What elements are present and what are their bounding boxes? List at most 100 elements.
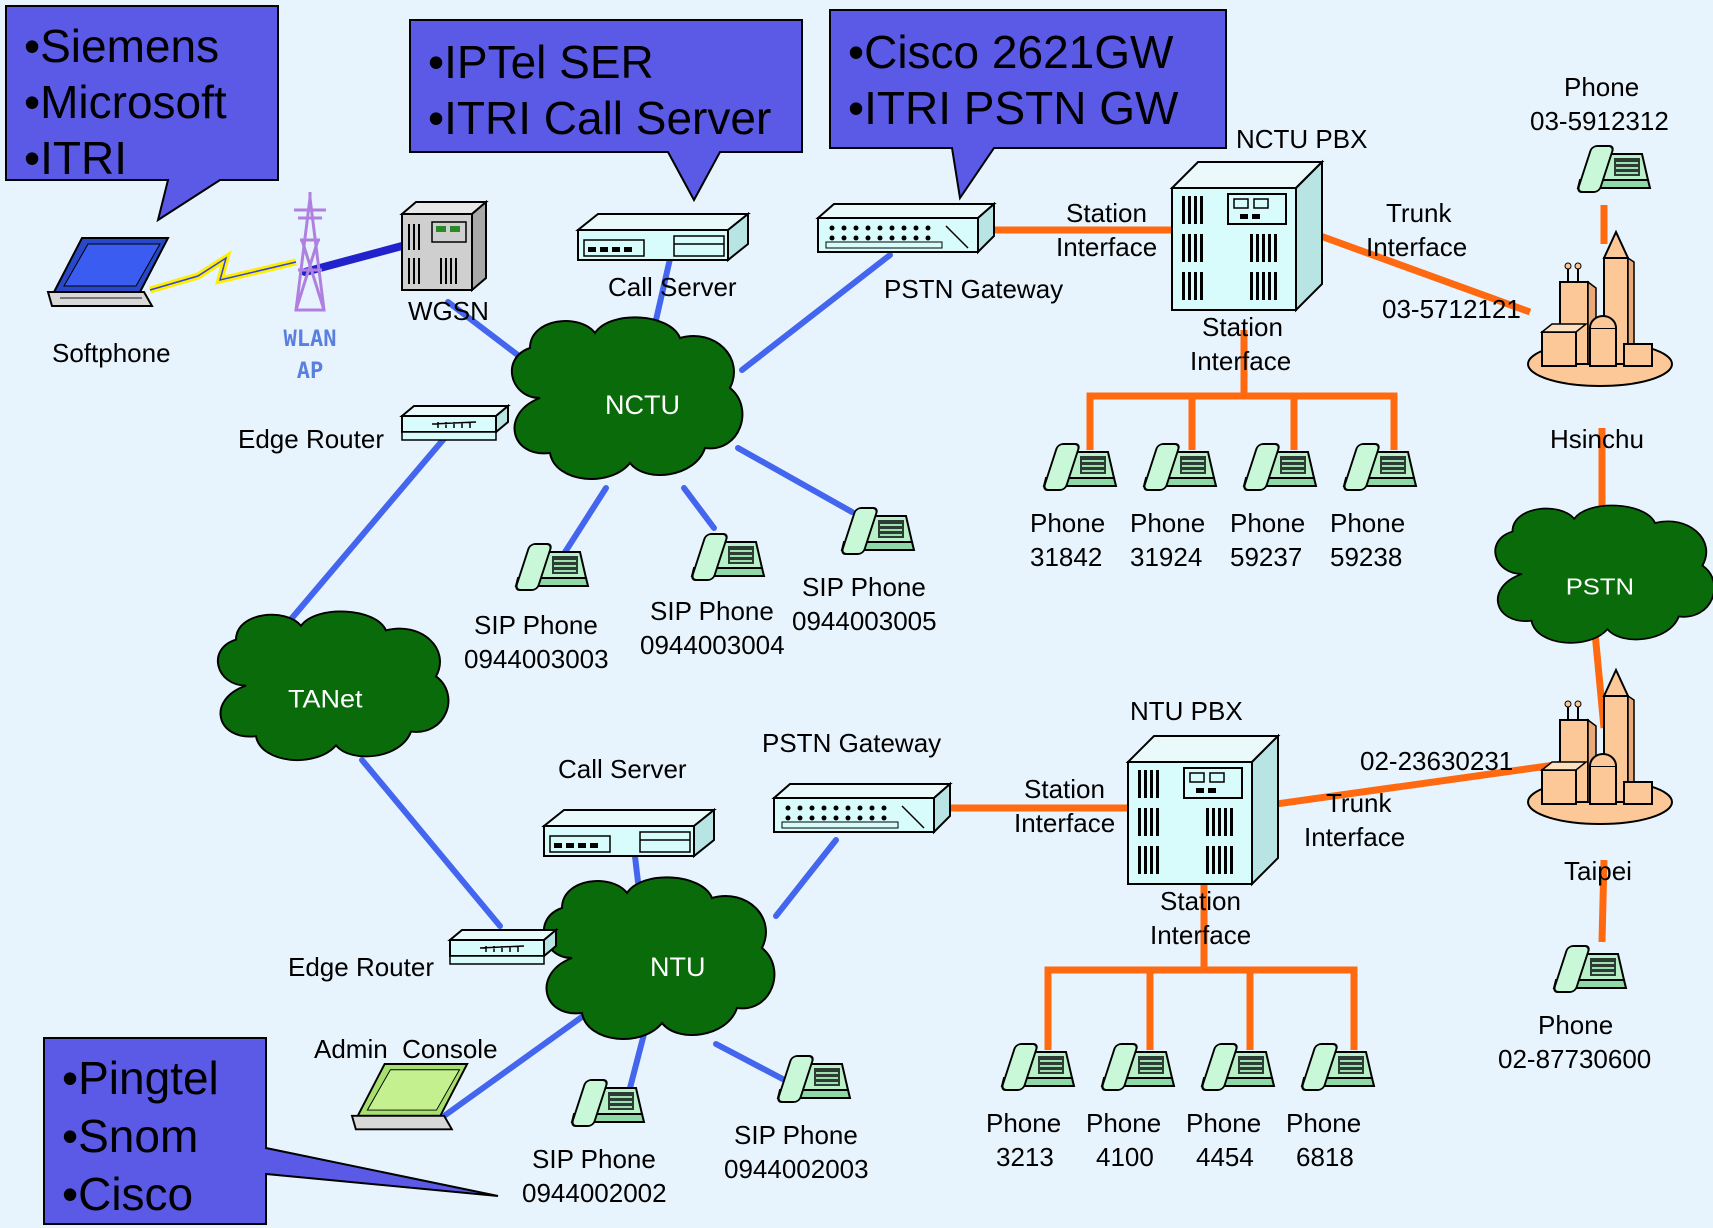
- trunk-number-label: 02-23630231: [1360, 746, 1513, 776]
- callout-line: •ITRI: [24, 132, 127, 184]
- wgsn-label: WGSN: [408, 296, 489, 326]
- phone-number: 4454: [1196, 1142, 1254, 1172]
- taipei-label: Taipei: [1564, 856, 1632, 886]
- cloud-label: NTU: [650, 952, 706, 982]
- nctu-pbx-label: NCTU PBX: [1236, 124, 1367, 154]
- cloud-nctu: NCTU: [510, 316, 744, 481]
- antenna-tower-icon: [294, 192, 326, 312]
- phone-label: Phone: [986, 1108, 1061, 1138]
- nctu-edge-router-label: Edge Router: [238, 424, 384, 454]
- sip-phone-number: 0944002002: [522, 1178, 667, 1208]
- station-interface-label: Interface: [1150, 920, 1251, 950]
- ntu-pbx-label: NTU PBX: [1130, 696, 1243, 726]
- ntu-pstn-gateway-icon: [773, 783, 951, 833]
- callout-line: •ITRI Call Server: [428, 92, 771, 144]
- station-interface-label: Station: [1202, 312, 1283, 342]
- ntu-call-server-icon: [543, 809, 715, 857]
- softphone-label: Softphone: [52, 338, 171, 368]
- callout-softphone-vendors: •Siemens •Microsoft •ITRI: [5, 5, 279, 223]
- phone-icon: [1576, 145, 1651, 193]
- phone-icon: [1552, 945, 1627, 993]
- sip-phone-label: SIP Phone: [532, 1144, 656, 1174]
- station-interface-label: Interface: [1014, 808, 1115, 838]
- callout-line: •Cisco: [62, 1168, 193, 1220]
- callout-line: •Cisco 2621GW: [848, 26, 1174, 78]
- phone-number: 31842: [1030, 542, 1102, 572]
- sip-phone-label: SIP Phone: [802, 572, 926, 602]
- station-interface-label: Station: [1024, 774, 1105, 804]
- nctu-pbx-icon: [1171, 161, 1323, 311]
- phone-label: Phone: [1286, 1108, 1361, 1138]
- phone-label: Phone: [1130, 508, 1205, 538]
- sip-phone-number: 0944003005: [792, 606, 937, 636]
- admin-console-laptop-icon: [350, 1063, 469, 1131]
- hsinchu-city-icon: [1527, 231, 1673, 387]
- callout-sip-phone-vendors: •Pingtel •Snom •Cisco: [43, 1037, 499, 1225]
- phone-label: Phone: [1086, 1108, 1161, 1138]
- phone-label: Phone: [1030, 508, 1105, 538]
- pbx-links: [942, 205, 1608, 1050]
- sip-phone-icon: [514, 543, 589, 591]
- phone-icon: [1300, 1043, 1375, 1091]
- sip-phone-label: SIP Phone: [474, 610, 598, 640]
- sip-phone-number: 0944003004: [640, 630, 785, 660]
- wlan-ap-label: WLAN: [284, 327, 337, 352]
- callout-line: •Pingtel: [62, 1052, 219, 1104]
- wgsn-server-icon: [399, 199, 489, 293]
- station-interface-label: Interface: [1190, 346, 1291, 376]
- callout-line: •Snom: [62, 1110, 198, 1162]
- phone-number: 4100: [1096, 1142, 1154, 1172]
- nctu-pstn-gateway-icon: [817, 203, 995, 253]
- cloud-label: PSTN: [1566, 575, 1634, 600]
- sip-phone-icon: [690, 533, 765, 581]
- phone-icon: [1100, 1043, 1175, 1091]
- sip-phone-number: 0944003003: [464, 644, 609, 674]
- sip-phone-icon: [776, 1055, 851, 1103]
- sip-phone-label: SIP Phone: [650, 596, 774, 626]
- phone-number: 31924: [1130, 542, 1202, 572]
- phone-label: Phone: [1538, 1010, 1613, 1040]
- sip-phone-number: 0944002003: [724, 1154, 869, 1184]
- callout-line: •ITRI PSTN GW: [848, 82, 1179, 134]
- callout-call-servers: •IPTel SER •ITRI Call Server: [409, 19, 803, 203]
- phone-icon: [1200, 1043, 1275, 1091]
- trunk-interface-label: Interface: [1366, 232, 1467, 262]
- station-interface-label: Station: [1160, 886, 1241, 916]
- trunk-interface-label: Trunk: [1326, 788, 1392, 818]
- wlan-ap-label: AP: [297, 359, 324, 384]
- phone-icon: [1142, 443, 1217, 491]
- nctu-call-server-label: Call Server: [608, 272, 737, 302]
- ip-links: [289, 242, 893, 1119]
- phone-number: 59238: [1330, 542, 1402, 572]
- sip-phone-label: SIP Phone: [734, 1120, 858, 1150]
- ntu-pstn-gateway-label: PSTN Gateway: [762, 728, 941, 758]
- callout-line: •Siemens: [24, 20, 219, 72]
- phone-icon: [1000, 1043, 1075, 1091]
- nctu-call-server-icon: [577, 213, 749, 261]
- station-interface-label: Station: [1066, 198, 1147, 228]
- station-interface-label: Interface: [1056, 232, 1157, 262]
- callout-line: •Microsoft: [24, 76, 227, 128]
- cloud-label: TANet: [288, 687, 363, 714]
- admin-console-label: Admin Console: [314, 1034, 498, 1064]
- cloud-label: NCTU: [605, 390, 680, 420]
- hsinchu-label: Hsinchu: [1550, 424, 1644, 454]
- softphone-laptop-icon: [47, 237, 169, 307]
- phone-icon: [1342, 443, 1417, 491]
- cloud-tanet: TANet: [216, 610, 450, 762]
- phone-label: Phone: [1564, 72, 1639, 102]
- phone-number: 6818: [1296, 1142, 1354, 1172]
- callout-gateways: •Cisco 2621GW •ITRI PSTN GW: [829, 9, 1227, 201]
- phone-icon: [1242, 443, 1317, 491]
- phone-number: 3213: [996, 1142, 1054, 1172]
- trunk-number-label: 03-5712121: [1382, 294, 1521, 324]
- phone-number: 02-87730600: [1498, 1044, 1651, 1074]
- callout-line: •IPTel SER: [428, 36, 654, 88]
- ntu-call-server-label: Call Server: [558, 754, 687, 784]
- ntu-pbx-icon: [1127, 735, 1279, 885]
- wireless-link-icon: [149, 250, 297, 294]
- phone-number: 59237: [1230, 542, 1302, 572]
- ntu-edge-router-icon: [449, 929, 557, 965]
